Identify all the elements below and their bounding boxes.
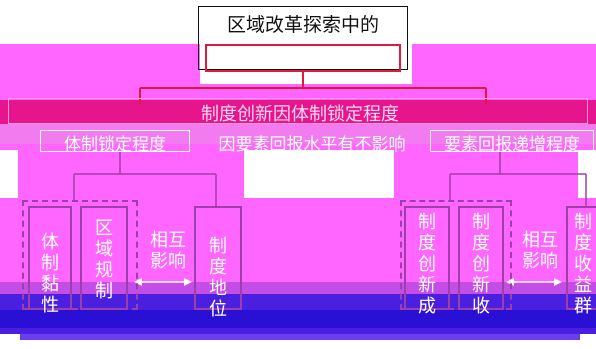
left-box-2-text: 区 域 规 制 [80, 218, 128, 302]
title-line-2: 制度创新回报 [249, 48, 357, 69]
left-box-3 [194, 206, 242, 310]
right-box-2-char: 新 [472, 275, 490, 296]
right-box-3-char: 益 [574, 275, 592, 296]
white-gap-left [0, 150, 18, 198]
violet-band [0, 282, 596, 294]
left-interaction-line1: 相互 [150, 230, 186, 251]
dark-blue-stripe [0, 310, 596, 328]
level2-middle-label: 因要素回报水平有不影响 [218, 135, 406, 155]
left-box-1-char: 黏 [41, 274, 59, 295]
left-box-2-char: 区 [95, 218, 113, 239]
right-box-2-char: 度 [472, 233, 490, 254]
right-box-1-char: 创 [418, 254, 436, 275]
white-gap-right [578, 150, 596, 198]
left-interaction-line2: 影响 [150, 251, 186, 272]
title-box [198, 6, 408, 70]
left-box-3-char: 地 [209, 278, 227, 299]
right-box-3-text: 制 度 收 益 群 [566, 212, 596, 317]
right-box-1-char: 制 [418, 212, 436, 233]
title-white-cover [200, 44, 412, 84]
white-gap-middle [244, 150, 394, 198]
left-box-2-char: 规 [95, 260, 113, 281]
left-box-1-char: 性 [41, 295, 59, 316]
left-box-3-char: 位 [209, 299, 227, 320]
right-box-1-char: 新 [418, 275, 436, 296]
deep-pink-band [0, 100, 596, 126]
left-box-1-char: 体 [41, 232, 59, 253]
left-box-1-text: 体 制 黏 性 [28, 232, 72, 316]
left-box-1 [28, 206, 72, 310]
right-box-1-char: 度 [418, 233, 436, 254]
title-line-1: 区域改革探索中的 [226, 14, 379, 36]
level1-label: 制度创新因体制锁定程度 [201, 104, 399, 125]
left-box-1-char: 制 [41, 253, 59, 274]
right-box-2-char: 收 [472, 296, 490, 317]
left-box-3-char: 制 [209, 236, 227, 257]
bottom-blue-edge [20, 334, 580, 340]
left-interaction-label: 相互 影响 [140, 230, 196, 272]
right-interaction-label: 相互 影响 [512, 230, 568, 272]
right-interaction-line2: 影响 [522, 251, 558, 272]
level2-left-label: 体制锁定程度 [64, 135, 166, 155]
title-line-2-box [205, 44, 401, 72]
right-box-3-char: 制 [574, 212, 592, 233]
left-box-3-char: 度 [209, 257, 227, 278]
right-box-1 [404, 206, 450, 310]
right-box-3-char: 群 [574, 296, 592, 317]
right-box-2-char: 创 [472, 254, 490, 275]
right-box-2-char: 制 [472, 212, 490, 233]
right-box-3-char: 度 [574, 233, 592, 254]
right-box-1-text: 制 度 创 新 成 [404, 212, 450, 317]
right-interaction-line1: 相互 [522, 230, 558, 251]
pink-band-mid [0, 124, 596, 144]
right-box-1-char: 成 [418, 296, 436, 317]
right-group-dashed-frame [400, 200, 512, 310]
right-box-3 [566, 206, 596, 310]
right-box-3-char: 收 [574, 254, 592, 275]
level2-right-box [430, 130, 594, 152]
right-box-2 [458, 206, 504, 310]
level2-right-label: 要素回报递增程度 [444, 135, 580, 155]
left-box-2 [80, 206, 128, 310]
level2-left-box [40, 130, 190, 152]
left-box-2-char: 域 [95, 239, 113, 260]
left-box-3-text: 制 度 地 位 [194, 236, 242, 320]
level1-box [8, 98, 588, 124]
left-box-2-char: 制 [95, 281, 113, 302]
right-box-2-text: 制 度 创 新 收 [458, 212, 504, 317]
